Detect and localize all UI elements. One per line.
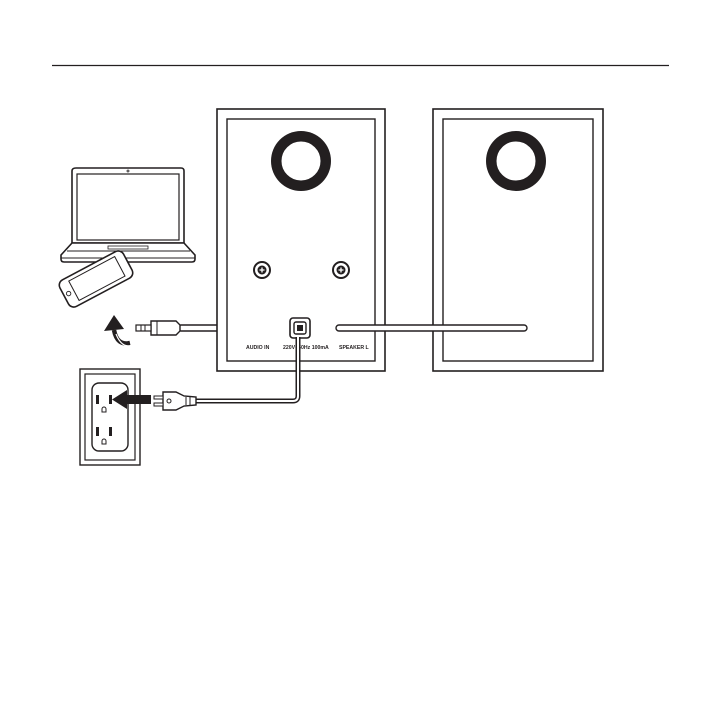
wall-outlet-icon — [79, 368, 141, 466]
power-jack-icon — [289, 317, 311, 339]
woofer-icon — [486, 131, 546, 191]
smartphone-icon — [58, 250, 134, 308]
power-label: 220V~50Hz 100mA — [283, 345, 329, 351]
speaker-out-label: SPEAKER L — [339, 345, 370, 351]
woofer-icon — [271, 131, 331, 191]
audio-in-label: AUDIO IN — [246, 345, 270, 351]
curved-arrow-icon — [104, 315, 133, 347]
speaker-right-back — [432, 108, 604, 372]
screw-icon — [253, 261, 271, 279]
laptop-icon — [60, 167, 196, 263]
power-plug-icon — [153, 391, 197, 411]
speaker-cable — [335, 324, 528, 332]
insert-arrow-icon — [112, 390, 151, 409]
screw-icon — [332, 261, 350, 279]
